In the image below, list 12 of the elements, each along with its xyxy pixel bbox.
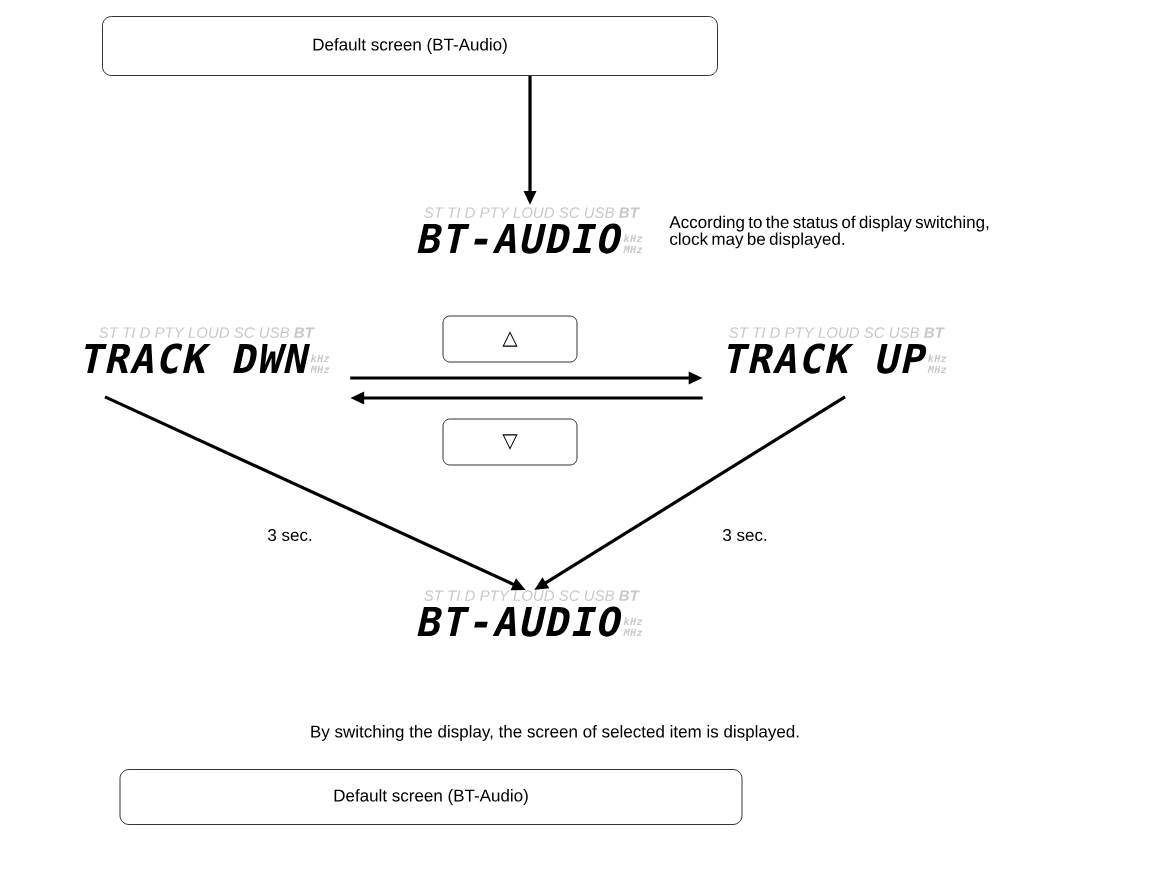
note-text: By switching the display, the screen of selected item is displayed.: [311, 725, 799, 741]
key-button: △: [442, 315, 578, 363]
note-text: According to the status of display switching, clock may be displayed.: [669, 215, 989, 249]
screen-box: Default screen (BT-Audio): [119, 769, 743, 825]
segment-display-text: TRACK UP: [727, 343, 927, 374]
screen-box: Default screen (BT-Audio): [102, 16, 718, 76]
edge-label: 3 sec.: [267, 529, 312, 542]
segment-display-text: BT-AUDIO: [417, 606, 622, 637]
segment-display-text: BT-AUDIO: [417, 223, 622, 254]
segment-display-text: TRACK DWN: [85, 343, 310, 374]
edge-label: 3 sec.: [722, 529, 767, 542]
key-button: ▽: [442, 418, 578, 466]
